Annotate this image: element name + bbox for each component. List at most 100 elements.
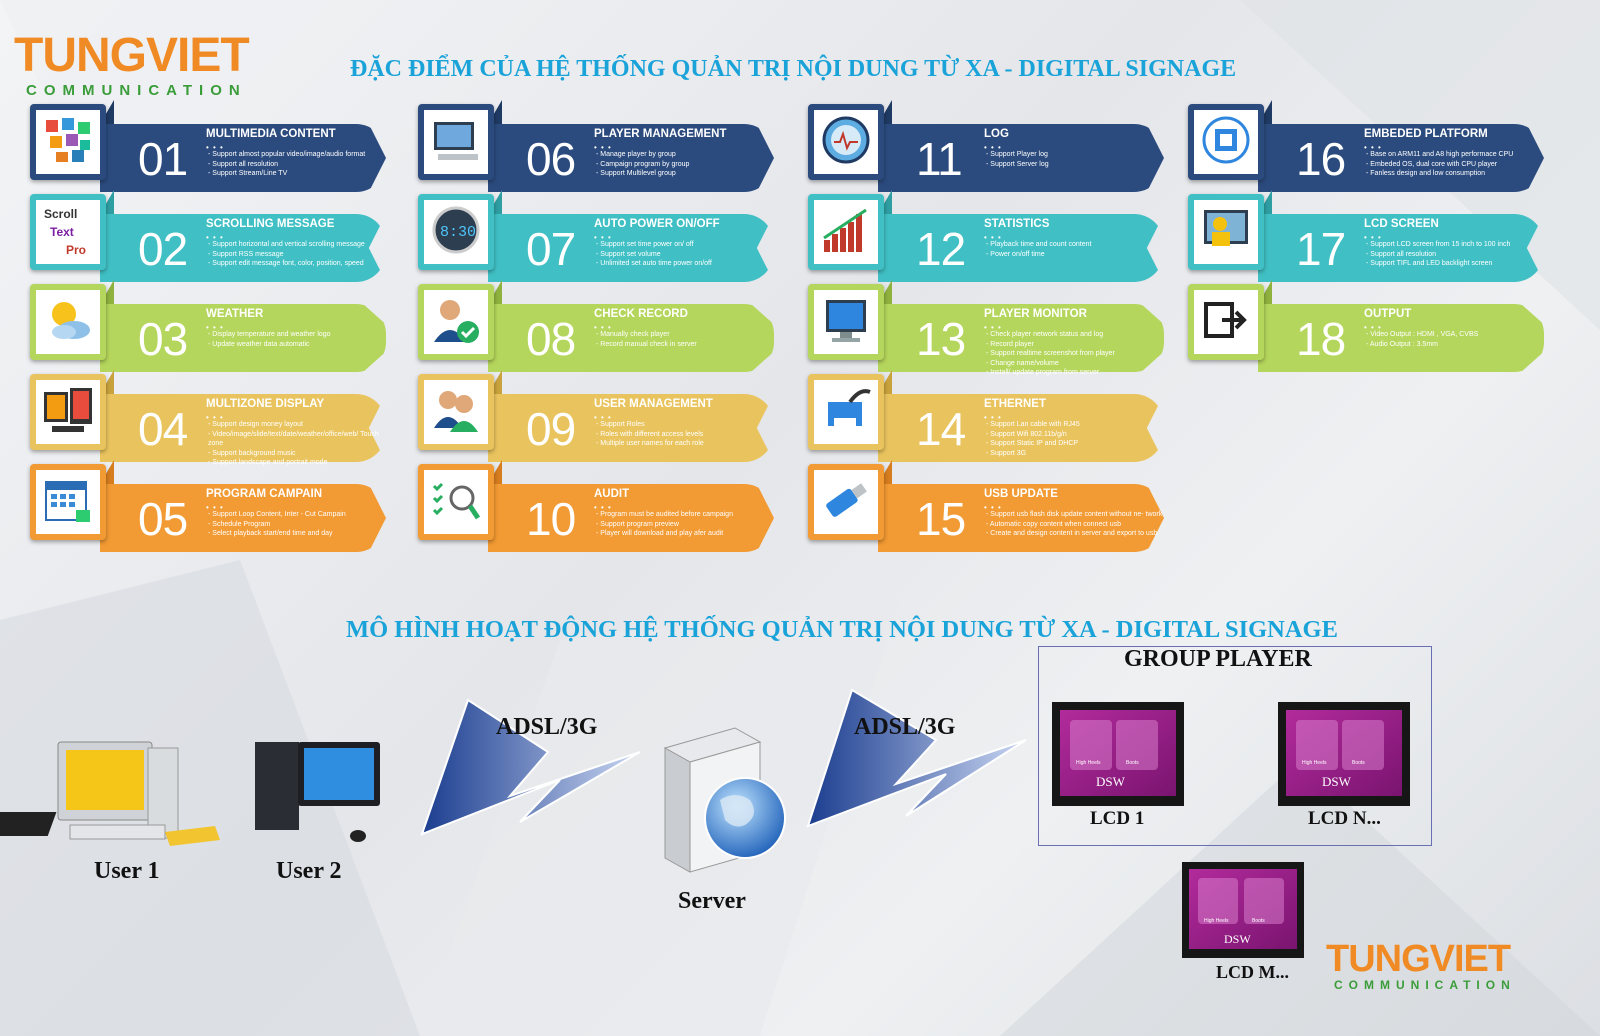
feature-dots: • • • (594, 503, 612, 512)
user-check-icon (430, 294, 482, 351)
feature-icon-box (808, 374, 884, 450)
feature-number: 09 (526, 403, 576, 455)
feature-number: 13 (916, 313, 966, 365)
feature-list-item: - Display temperature and weather logo (208, 331, 331, 338)
feature-list-item: - Support program preview (596, 520, 679, 528)
feature-dots: • • • (594, 413, 612, 422)
weather-icon (42, 294, 94, 351)
feature-list-item: - Video/image/slide/text/date/weather/of… (208, 430, 379, 448)
feature-list-item: - Support all resolution (208, 160, 279, 168)
feature-list: - Support LCD screen from 15 inch to 100… (1366, 240, 1546, 269)
feature-list-item: - Support horizontal and vertical scroll… (208, 241, 365, 248)
feature-number: 05 (138, 493, 188, 545)
feature-icon-box (808, 464, 884, 540)
feature-list-item: - Support set time power on/ off (596, 241, 694, 248)
svg-text:Scroll: Scroll (44, 207, 77, 221)
lcd1-right-label: Boots (1126, 760, 1139, 766)
feature-list: - Support usb flash disk update content … (986, 510, 1166, 539)
feature-icon-box (30, 464, 106, 540)
feature-title: ETHERNET (984, 398, 1046, 410)
logo-subtext: COMMUNICATION (26, 82, 247, 99)
feature-number: 10 (526, 493, 576, 545)
logo-text: TUNGVIET (14, 29, 250, 82)
group-player-title: GROUP PLAYER (1124, 646, 1312, 672)
feature-list-item: - Support Roles (596, 421, 645, 428)
feature-list: - Base on ARM11 and A8 high performace C… (1366, 150, 1546, 179)
multimedia-icon (42, 114, 94, 171)
feature-number: 02 (138, 223, 188, 275)
lcd1-left-label: High Heels (1076, 760, 1101, 766)
feature-banner (100, 124, 386, 192)
bolt-right-icon (806, 688, 1027, 828)
output-icon (1200, 294, 1252, 351)
feature-list-item: - Fanless design and low consumption (1366, 170, 1486, 177)
feature-dots: • • • (594, 143, 612, 152)
feature-icon-box (30, 374, 106, 450)
feature-list: - Video Output : HDMI , VGA, CVBS- Audio… (1366, 330, 1546, 349)
feature-dots: • • • (206, 413, 224, 422)
feature-list-item: - Support Loop Content, Inter - Cut Camp… (208, 511, 346, 518)
feature-list: - Playback time and count content- Power… (986, 240, 1166, 259)
feature-list-item: - Embeded OS, dual core with CPU player (1366, 160, 1498, 168)
feature-banner (878, 124, 1164, 192)
feature-title: MULTIZONE DISPLAY (206, 398, 325, 410)
feature-title: AUTO POWER ON/OFF (594, 218, 720, 230)
feature-icon-box (1188, 104, 1264, 180)
feature-list-item: - Program must be audited before campaig… (596, 511, 733, 518)
feature-list-item: - Support almost popular video/image/aud… (208, 151, 366, 158)
feature-list-item: - Check player network status and log (986, 331, 1104, 338)
link-label-right: ADSL/3G (854, 714, 956, 740)
feature-dots: • • • (206, 503, 224, 512)
feature-icon-box (30, 284, 106, 360)
player-devices-icon (428, 114, 484, 171)
feature-list-item: - Support Server log (986, 160, 1049, 168)
feature-number: 18 (1296, 313, 1346, 365)
feature-banner (878, 394, 1164, 462)
feature-number: 07 (526, 223, 576, 275)
feature-list: - Support Roles- Roles with different ac… (596, 420, 776, 449)
feature-number: 08 (526, 313, 576, 365)
feature-list: - Manually check player- Record manual c… (596, 330, 776, 349)
feature-number: 12 (916, 223, 966, 275)
svg-text:Text: Text (50, 225, 74, 239)
feature-list-item: - Multiple user names for each role (596, 440, 704, 447)
multizone-icon (42, 384, 94, 441)
feature-banner (878, 484, 1164, 552)
user1-label: User 1 (94, 858, 160, 884)
group-player-box (1038, 646, 1432, 846)
feature-icon-box (418, 464, 494, 540)
feature-list: - Support Player log- Support Server log (986, 150, 1166, 169)
feature-banner (100, 304, 386, 372)
svg-text:8:30: 8:30 (440, 224, 476, 241)
lcdn-right-label: Boots (1352, 760, 1365, 766)
calendar-icon (42, 474, 94, 531)
feature-number: 15 (916, 493, 966, 545)
lcd1-screen-icon (1052, 702, 1184, 806)
lcdn-label: LCD N... (1308, 808, 1381, 829)
feature-dots: • • • (984, 143, 1002, 152)
users-icon (430, 384, 482, 441)
feature-list: - Program must be audited before campaig… (596, 510, 776, 539)
feature-title: USB UPDATE (984, 488, 1058, 500)
feature-title: WEATHER (206, 308, 264, 320)
feature-dots: • • • (206, 233, 224, 242)
chip-icon (1200, 114, 1252, 171)
feature-list-item: - Support TIFL and LED backlight screen (1366, 260, 1493, 267)
feature-icon-box (808, 284, 884, 360)
user1-computer-icon (57, 741, 220, 846)
feature-list-item: - Record manual check in server (596, 340, 697, 348)
feature-list-item: - Support Static IP and DHCP (986, 440, 1079, 447)
feature-list: - Support horizontal and vertical scroll… (208, 240, 388, 269)
feature-list-item: - Support 3G (986, 449, 1027, 457)
feature-dots: • • • (984, 323, 1002, 332)
